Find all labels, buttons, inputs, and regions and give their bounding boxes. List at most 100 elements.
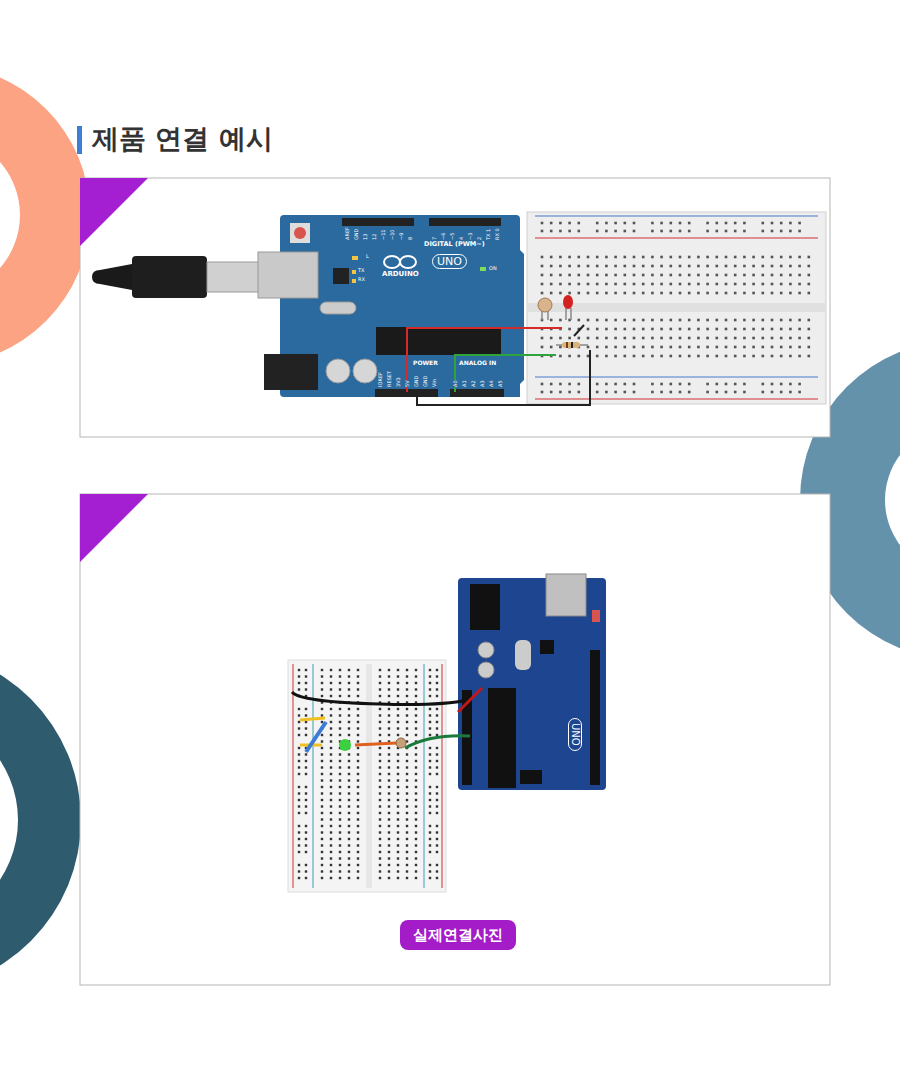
- breadboard-hole: [330, 825, 332, 827]
- breadboard-hole: [550, 222, 553, 225]
- breadboard-hole: [578, 283, 581, 286]
- breadboard-hole: [762, 230, 765, 233]
- breadboard-hole: [406, 708, 408, 710]
- pin-label: A0: [453, 380, 458, 387]
- breadboard-hole: [357, 831, 359, 833]
- breadboard-hole: [330, 844, 332, 846]
- breadboard-hole: [568, 265, 571, 268]
- breadboard-hole: [679, 391, 682, 394]
- breadboard-hole: [596, 274, 599, 277]
- breadboard-hole: [679, 292, 682, 295]
- breadboard-hole: [688, 319, 691, 322]
- breadboard-hole: [321, 799, 323, 801]
- breadboard-hole: [614, 230, 617, 233]
- breadboard-hole: [559, 346, 562, 349]
- breadboard-hole: [550, 337, 553, 340]
- breadboard-hole: [771, 383, 774, 386]
- breadboard-hole: [808, 328, 811, 331]
- breadboard-hole: [415, 669, 417, 671]
- breadboard-hole: [670, 328, 673, 331]
- indicator-label: RX: [358, 277, 365, 282]
- breadboard-hole: [330, 740, 332, 742]
- breadboard-hole: [559, 391, 562, 394]
- breadboard-hole: [651, 292, 654, 295]
- led-indicator: [352, 279, 356, 283]
- breadboard-hole: [789, 230, 792, 233]
- breadboard-hole: [339, 818, 341, 820]
- breadboard-hole: [406, 773, 408, 775]
- breadboard-hole: [670, 256, 673, 259]
- breadboard-hole: [734, 383, 737, 386]
- breadboard-hole: [298, 708, 300, 710]
- breadboard-hole: [339, 864, 341, 866]
- breadboard-hole: [379, 838, 381, 840]
- breadboard-hole: [642, 328, 645, 331]
- breadboard-hole: [798, 292, 801, 295]
- breadboard-hole: [633, 383, 636, 386]
- breadboard-hole: [357, 734, 359, 736]
- breadboard-hole: [379, 766, 381, 768]
- breadboard-hole: [388, 669, 390, 671]
- breadboard-hole: [305, 675, 307, 677]
- breadboard-hole: [688, 355, 691, 358]
- breadboard-hole: [541, 230, 544, 233]
- breadboard-hole: [596, 328, 599, 331]
- usb-cable: [92, 264, 132, 290]
- breadboard-hole: [339, 675, 341, 677]
- breadboard-hole: [339, 857, 341, 859]
- lead: [565, 308, 567, 320]
- rail-line: [293, 664, 294, 888]
- deco-ring: [0, 649, 81, 991]
- breadboard-hole: [436, 870, 438, 872]
- breadboard-hole: [330, 799, 332, 801]
- breadboard-hole: [305, 766, 307, 768]
- breadboard-hole: [697, 328, 700, 331]
- breadboard-hole: [330, 734, 332, 736]
- breadboard-hole: [415, 838, 417, 840]
- breadboard-hole: [330, 727, 332, 729]
- breadboard-hole: [379, 786, 381, 788]
- breadboard-hole: [771, 256, 774, 259]
- breadboard-hole: [734, 274, 737, 277]
- breadboard-hole: [348, 857, 350, 859]
- breadboard-hole: [752, 292, 755, 295]
- breadboard-hole: [633, 222, 636, 225]
- breadboard-hole: [397, 779, 399, 781]
- breadboard-hole: [743, 274, 746, 277]
- breadboard-hole: [397, 708, 399, 710]
- breadboard-hole: [550, 346, 553, 349]
- breadboard-hole: [660, 283, 663, 286]
- breadboard-hole: [706, 230, 709, 233]
- breadboard-hole: [798, 274, 801, 277]
- breadboard-hole: [587, 256, 590, 259]
- breadboard-hole: [436, 760, 438, 762]
- breadboard-hole: [578, 391, 581, 394]
- breadboard-hole: [298, 682, 300, 684]
- breadboard-hole: [298, 734, 300, 736]
- breadboard-hole: [348, 727, 350, 729]
- breadboard-hole: [379, 753, 381, 755]
- indicator-label: ON: [489, 266, 497, 271]
- breadboard-hole: [429, 727, 431, 729]
- breadboard-hole: [725, 319, 728, 322]
- breadboard-hole: [379, 851, 381, 853]
- resistor-band: [571, 342, 573, 348]
- breadboard-hole: [357, 838, 359, 840]
- breadboard-hole: [633, 328, 636, 331]
- breadboard-hole: [436, 844, 438, 846]
- breadboard-hole: [688, 346, 691, 349]
- breadboard-hole: [298, 812, 300, 814]
- breadboard-hole: [429, 812, 431, 814]
- breadboard-hole: [596, 391, 599, 394]
- breadboard-hole: [379, 864, 381, 866]
- breadboard-hole: [642, 319, 645, 322]
- breadboard-hole: [330, 669, 332, 671]
- breadboard-hole: [397, 727, 399, 729]
- breadboard-hole: [379, 805, 381, 807]
- board-logo-text: UNO: [568, 718, 582, 751]
- breadboard-hole: [348, 766, 350, 768]
- breadboard-hole: [330, 773, 332, 775]
- breadboard-hole: [670, 319, 673, 322]
- breadboard-hole: [670, 391, 673, 394]
- breadboard-hole: [330, 838, 332, 840]
